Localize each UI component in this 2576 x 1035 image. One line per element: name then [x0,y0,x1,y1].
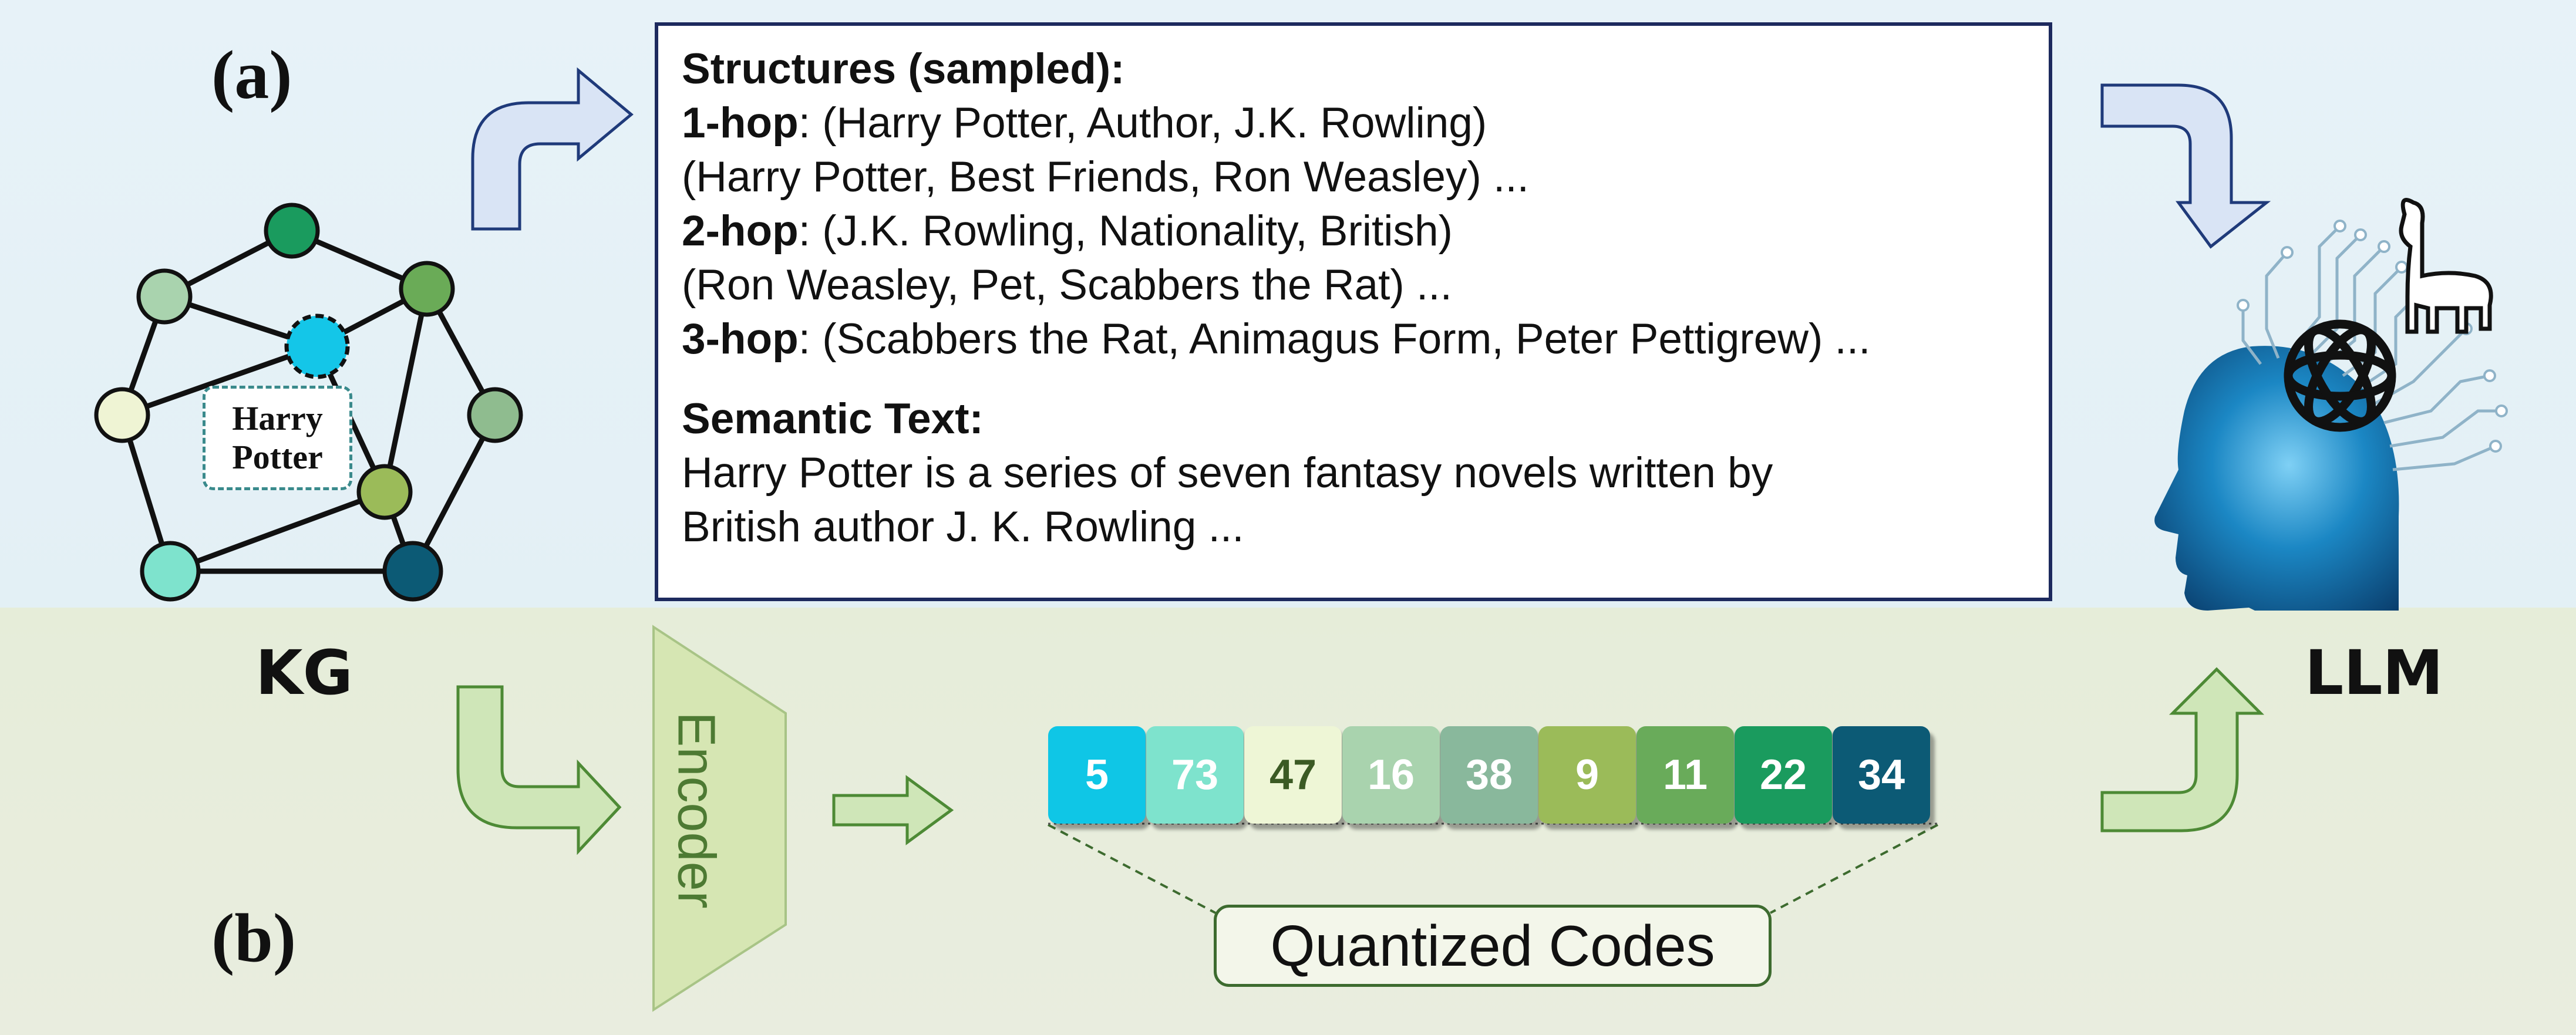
code-bracket-left [1048,824,1216,914]
hop3-label: 3-hop [682,315,799,363]
kg-node-left [94,387,150,443]
llm-head-icon [2154,198,2508,611]
quantized-code: 22 [1735,726,1832,824]
llm-label: LLM [2305,637,2444,709]
quantized-code: 11 [1636,726,1734,824]
quantized-code: 73 [1146,726,1244,824]
semantic-line2: British author J. K. Rowling ... [682,503,1244,551]
hop3-triple1: : (Scabbers the Rat, Animagus Form, Pete… [798,315,1871,363]
panel-b-label: (b) [211,899,297,976]
hop1-triple1: : (Harry Potter, Author, J.K. Rowling) [798,99,1487,147]
kg-node-upper-right [399,261,455,317]
quantized-codes-label: Quantized Codes [1214,905,1772,987]
semantic-line1: Harry Potter is a series of seven fantas… [682,449,1773,497]
semantic-heading: Semantic Text: [682,395,984,443]
hop2-label: 2-hop [682,207,799,255]
quantized-code: 47 [1244,726,1342,824]
hop2-triple1: : (J.K. Rowling, Nationality, British) [798,207,1453,255]
structures-text-box: Structures (sampled): 1-hop: (Harry Pott… [655,22,2052,601]
kg-center-node-label: Harry Potter [203,386,352,490]
hop2-line1: 2-hop: (J.K. Rowling, Nationality, Briti… [682,204,2025,258]
hop1-line2: (Harry Potter, Best Friends, Ron Weasley… [682,153,1529,201]
kg-node-lower-middle [356,464,413,520]
kg-node-bottom-left [140,541,201,602]
arrow-text-to-llm [2100,83,2271,249]
kg-node-top [264,203,320,259]
arrow-kg-to-encoder [456,685,622,855]
quantized-code: 16 [1342,726,1440,824]
kg-node-upper-left [136,268,193,325]
kg-node-bottom-right [382,541,443,602]
quantized-code: 5 [1048,726,1146,824]
encoder-shape [652,625,787,1012]
hop2-line2: (Ron Weasley, Pet, Scabbers the Rat) ... [682,261,1452,309]
kg-node-right [467,387,523,443]
kg-center-label-line1: Harry [232,399,323,437]
structures-heading: Structures (sampled): [682,45,1125,93]
hop3-line1: 3-hop: (Scabbers the Rat, Animagus Form,… [682,312,2025,366]
kg-node-center [284,313,350,379]
arrow-codes-to-llm [2100,667,2265,832]
quantized-code: 38 [1440,726,1538,824]
kg-label: KG [255,637,353,709]
code-bracket-right [1770,824,1938,914]
encoder-label: Encoder [666,712,726,909]
panel-a-label: (a) [211,36,292,113]
arrow-encoder-to-codes [832,775,954,845]
hop1-line1: 1-hop: (Harry Potter, Author, J.K. Rowli… [682,96,2025,150]
kg-center-label-line2: Potter [232,438,323,476]
hop1-label: 1-hop [682,99,799,147]
quantized-code: 9 [1538,726,1636,824]
quantized-code: 34 [1833,726,1930,824]
arrow-kg-to-text [471,67,634,231]
